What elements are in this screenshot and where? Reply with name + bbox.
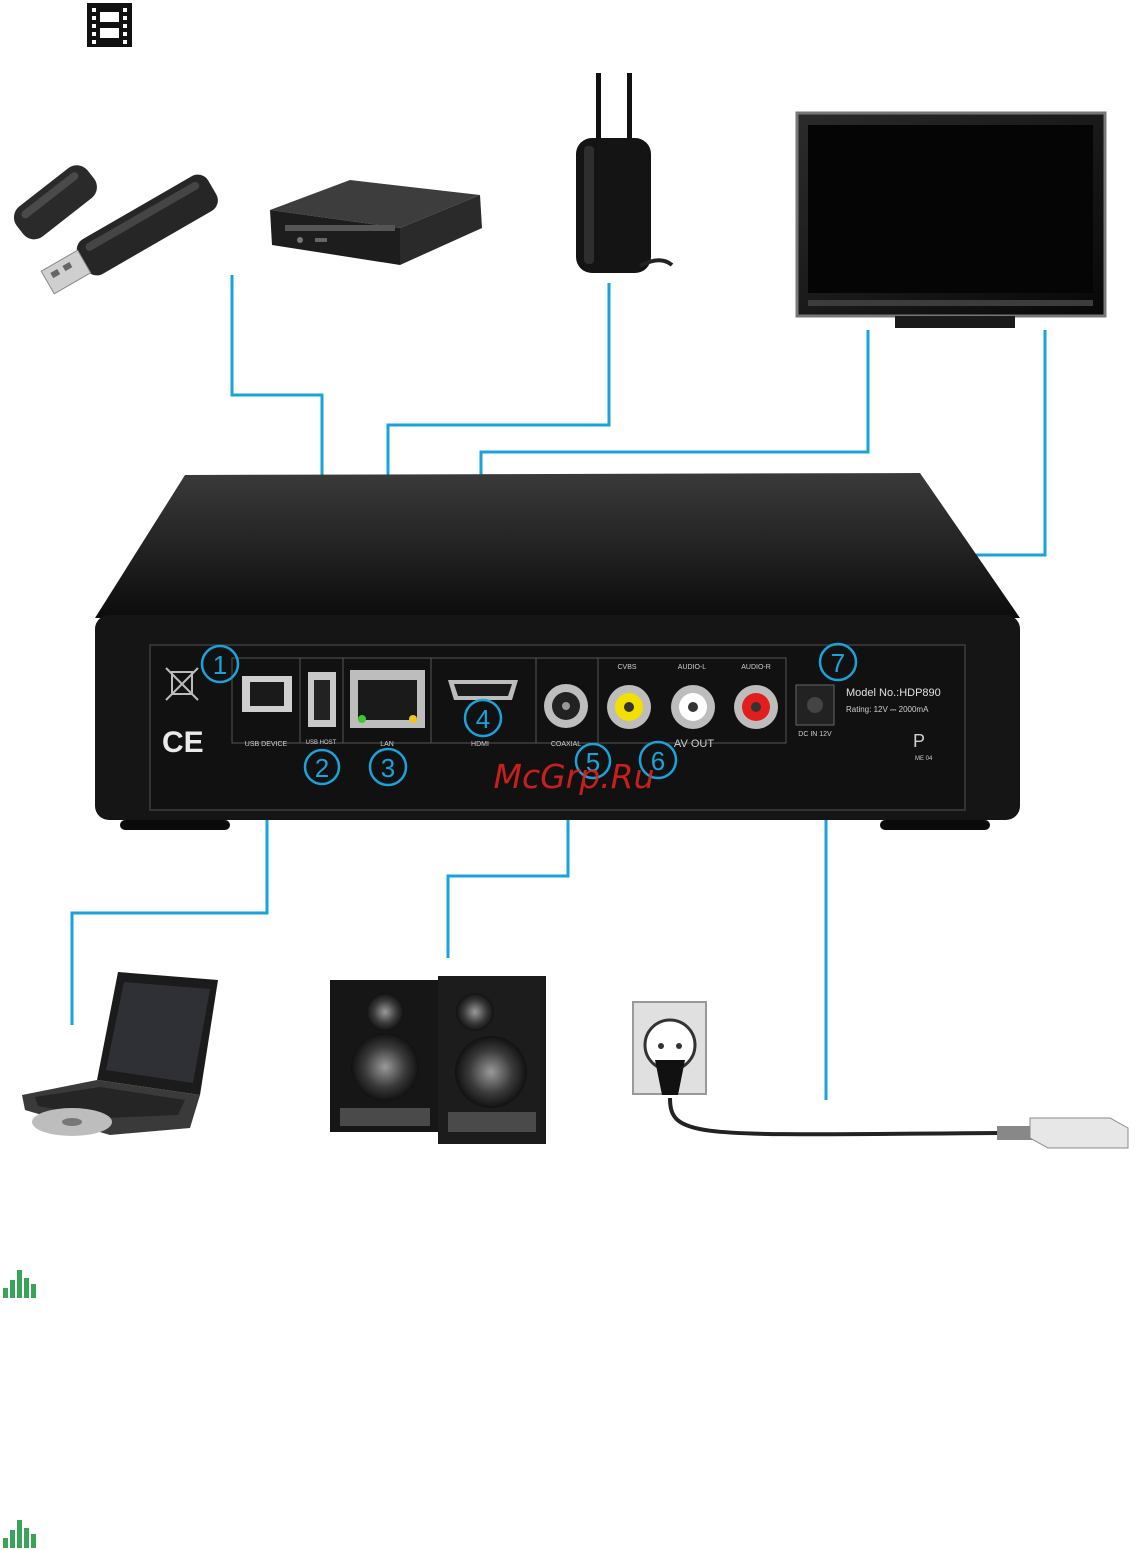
power-outlet-image xyxy=(633,1002,1128,1148)
router-image xyxy=(576,73,672,273)
television-image xyxy=(797,113,1105,328)
jack-label-audio-r: AUDIO-R xyxy=(741,664,771,671)
equalizer-icon xyxy=(3,1270,36,1298)
model-number: Model No.:HDP890 xyxy=(846,687,941,699)
port-label-usb-device: USB DEVICE xyxy=(245,741,288,748)
power-rating: Rating: 12V ⎓ 2000mA xyxy=(846,705,929,714)
jack-label-cvbs: CVBS xyxy=(617,664,636,671)
equalizer-icon xyxy=(3,1520,36,1548)
callout-2: 2 xyxy=(315,753,329,783)
laptop-image xyxy=(22,972,218,1136)
port-label-lan: LAN xyxy=(380,741,394,748)
port-label-hdmi: HDMI xyxy=(471,741,489,748)
port-label-dc-in: DC IN 12V xyxy=(798,731,832,738)
jack-label-audio-l: AUDIO-L xyxy=(678,664,707,671)
ce-mark: CE xyxy=(162,726,204,759)
callout-1: 1 xyxy=(213,650,227,680)
watermark: McGrp.Ru xyxy=(493,757,654,796)
external-optical-drive-image xyxy=(270,180,482,265)
usb-flash-drive-image xyxy=(8,160,222,300)
port-label-av-out: AV OUT xyxy=(674,738,714,750)
port-label-coaxial: COAXIAL xyxy=(551,741,581,748)
callout-4: 4 xyxy=(476,704,490,734)
speakers-image xyxy=(330,976,546,1144)
callout-7: 7 xyxy=(831,648,845,678)
pct-mark: P xyxy=(913,731,925,751)
port-label-usb-host: USB HOST xyxy=(306,740,337,746)
callout-3: 3 xyxy=(381,753,395,783)
film-icon xyxy=(87,3,132,47)
pct-code: МЕ 04 xyxy=(915,756,933,762)
